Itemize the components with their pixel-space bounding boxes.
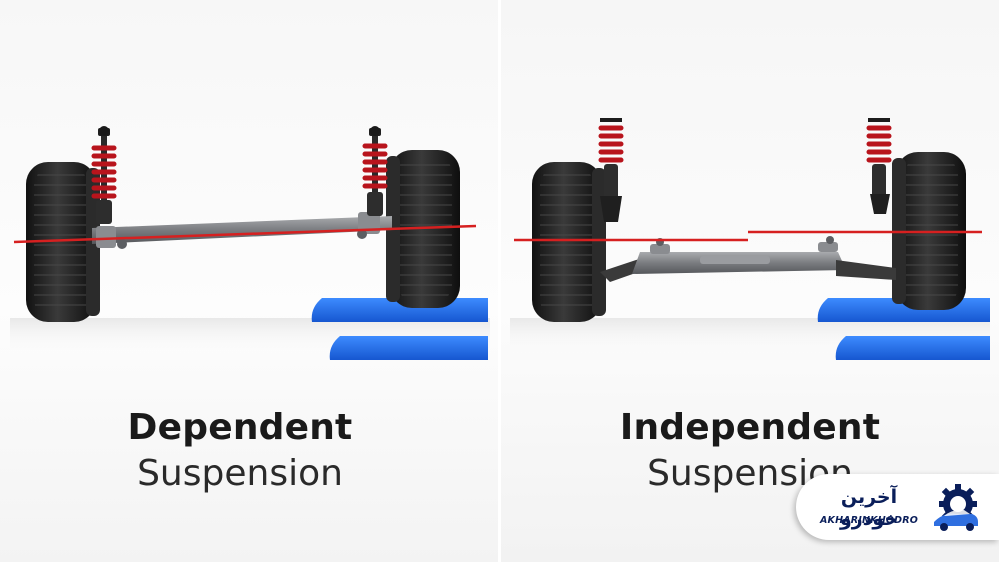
dependent-caption: Dependent Suspension [90, 410, 390, 492]
independent-subframe [600, 236, 896, 282]
left-coilover [91, 126, 117, 224]
car-gear-logo-icon [934, 484, 978, 531]
logo-latin-text: AKHARINKHODRO [819, 515, 919, 526]
dependent-title: Dependent [127, 407, 353, 448]
dependent-suspension-drawing [10, 126, 490, 360]
right-strut [866, 118, 892, 214]
panel-divider [498, 0, 501, 562]
independent-suspension-drawing [510, 118, 990, 360]
logo-persian-text: آخرین خودرو [839, 486, 899, 530]
watermark-logo-badge: آخرین خودرو AKHARINKHODRO [796, 474, 999, 540]
axle-tilt-reference-line [13, 224, 477, 244]
independent-title: Independent [619, 407, 881, 448]
lower-ramp [329, 336, 488, 360]
left-tire [26, 162, 100, 322]
left-strut [598, 118, 624, 222]
left-tire [532, 162, 606, 322]
dependent-subtitle: Suspension [137, 453, 343, 494]
right-coilover [362, 126, 388, 216]
lower-ramp [835, 336, 990, 360]
